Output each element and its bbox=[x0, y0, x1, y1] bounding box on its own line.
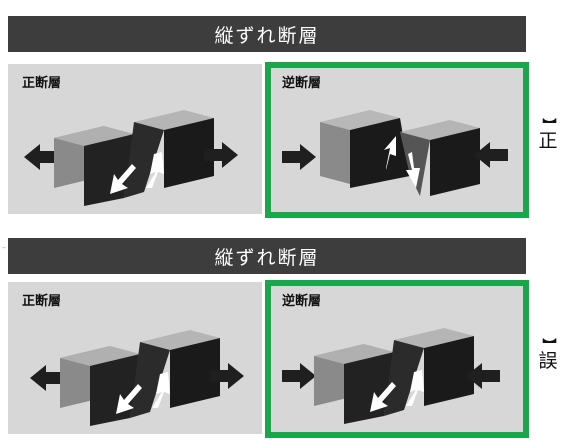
panel-2-normal-blocks bbox=[60, 330, 220, 426]
panel-2-normal-fault-diagram bbox=[30, 330, 244, 426]
panel-1-side-label: 】 正 bbox=[536, 118, 560, 151]
panel-1-normal-blocks bbox=[54, 110, 214, 206]
panel-1-side-text: 正 bbox=[538, 130, 558, 152]
panel-1-left-arrow-out bbox=[24, 144, 58, 170]
panel-2-reverse-fault-diagram bbox=[282, 328, 500, 424]
panel-1-title: 縦ずれ断層 bbox=[8, 16, 526, 52]
panel-1-right-label: 逆断層 bbox=[282, 76, 322, 91]
panel-1-highlight-frame bbox=[265, 62, 529, 218]
panel-2-left-label: 正断層 bbox=[22, 294, 62, 309]
panel-2-highlight-frame bbox=[265, 280, 529, 438]
panel-1-left-arrow-in bbox=[282, 144, 316, 170]
panel-1-left-label: 正断層 bbox=[22, 76, 62, 91]
panel-2-left-arrow-in bbox=[282, 363, 316, 389]
panel-2-side-text: 誤 bbox=[538, 350, 558, 372]
panel-2-title: 縦ずれ断層 bbox=[8, 238, 526, 274]
panel-2-left-arrow-out bbox=[30, 365, 64, 391]
panel-1-reverse-blocks bbox=[320, 110, 480, 196]
panel-2-side-label: 】 誤 bbox=[536, 338, 560, 371]
panel-1-reverse-fault-diagram bbox=[282, 110, 508, 196]
panel-2-right-label: 逆断層 bbox=[282, 294, 322, 309]
panel-1-normal-fault-diagram bbox=[24, 110, 238, 206]
stray-mark: – bbox=[2, 243, 6, 252]
panel-2-reverse-blocks bbox=[314, 328, 474, 424]
